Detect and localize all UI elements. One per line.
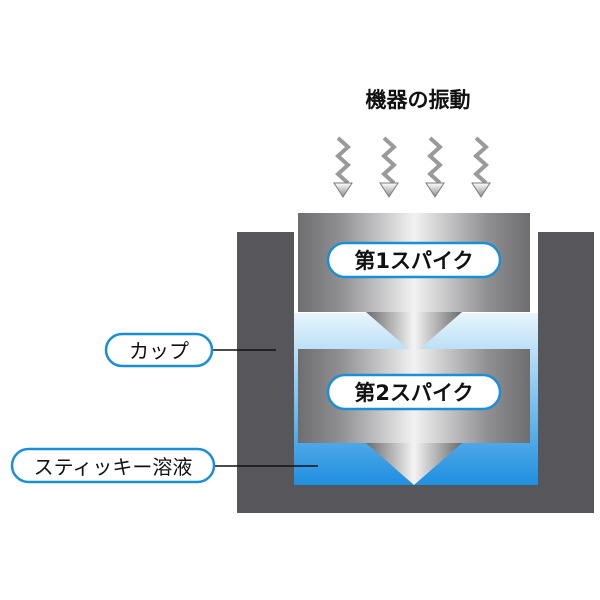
vibration-arrow-2 [381, 136, 397, 185]
spike-2-label-box [326, 373, 502, 411]
cup-left-wall [237, 232, 294, 513]
vibration-arrow-1 [335, 136, 351, 185]
vibration-arrow-head-2 [379, 182, 399, 198]
vibration-title: 機器の振動 [366, 88, 471, 112]
spike-1-label-box [326, 241, 502, 279]
spike-1-label: 第1スパイク [326, 241, 502, 279]
solution-label-text: スティッキー溶液 [34, 455, 193, 479]
cup-label-text: カップ [129, 339, 189, 363]
vibration-arrow-3 [427, 136, 443, 185]
vibration-arrow-head-4 [471, 182, 491, 198]
cup-right-wall [538, 232, 594, 513]
spike-2-tip [366, 443, 462, 485]
spike-1-tip [366, 312, 462, 354]
spike-2-label-text: 第2スパイク [354, 381, 473, 405]
vibration-arrow-head-1 [333, 182, 353, 198]
solution-callout: スティッキー溶液 [10, 447, 318, 484]
vibration-arrow-head-3 [425, 182, 445, 198]
cup-bottom [237, 485, 594, 513]
spike-2-label: 第2スパイク [326, 373, 502, 411]
spike-1-label-text: 第1スパイク [354, 249, 473, 273]
vibration-arrows [333, 136, 491, 198]
vibration-arrow-4 [473, 136, 489, 185]
cup-callout: カップ [104, 332, 276, 368]
cup-label-box [104, 332, 214, 368]
cup [237, 232, 594, 513]
solution-label-box [10, 447, 216, 484]
